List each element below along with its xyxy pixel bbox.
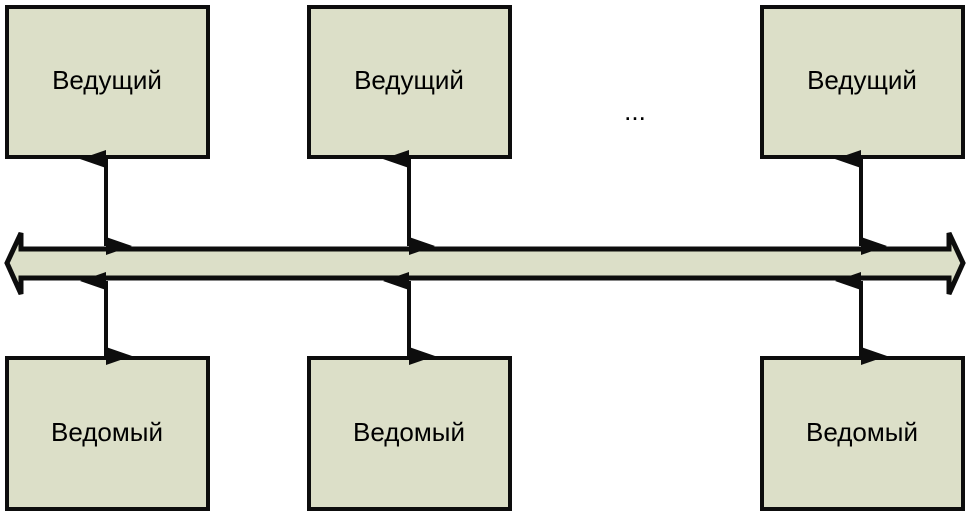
master-label: Ведущий bbox=[52, 65, 162, 95]
master-label: Ведущий bbox=[354, 65, 464, 95]
master-box-2: Ведущий bbox=[307, 5, 512, 159]
master-box-1: Ведущий bbox=[5, 5, 210, 159]
master-box-3: Ведущий bbox=[760, 5, 965, 159]
ellipsis: ... bbox=[624, 96, 646, 126]
slave-box-2: Ведомый bbox=[307, 356, 512, 511]
slave-label: Ведомый bbox=[353, 417, 465, 447]
master-label: Ведущий bbox=[807, 65, 917, 95]
slave-box-3: Ведомый bbox=[760, 356, 965, 511]
slave-box-1: Ведомый bbox=[5, 356, 210, 511]
slave-label: Ведомый bbox=[806, 417, 918, 447]
shared-bus bbox=[4, 231, 966, 296]
slave-label: Ведомый bbox=[51, 417, 163, 447]
